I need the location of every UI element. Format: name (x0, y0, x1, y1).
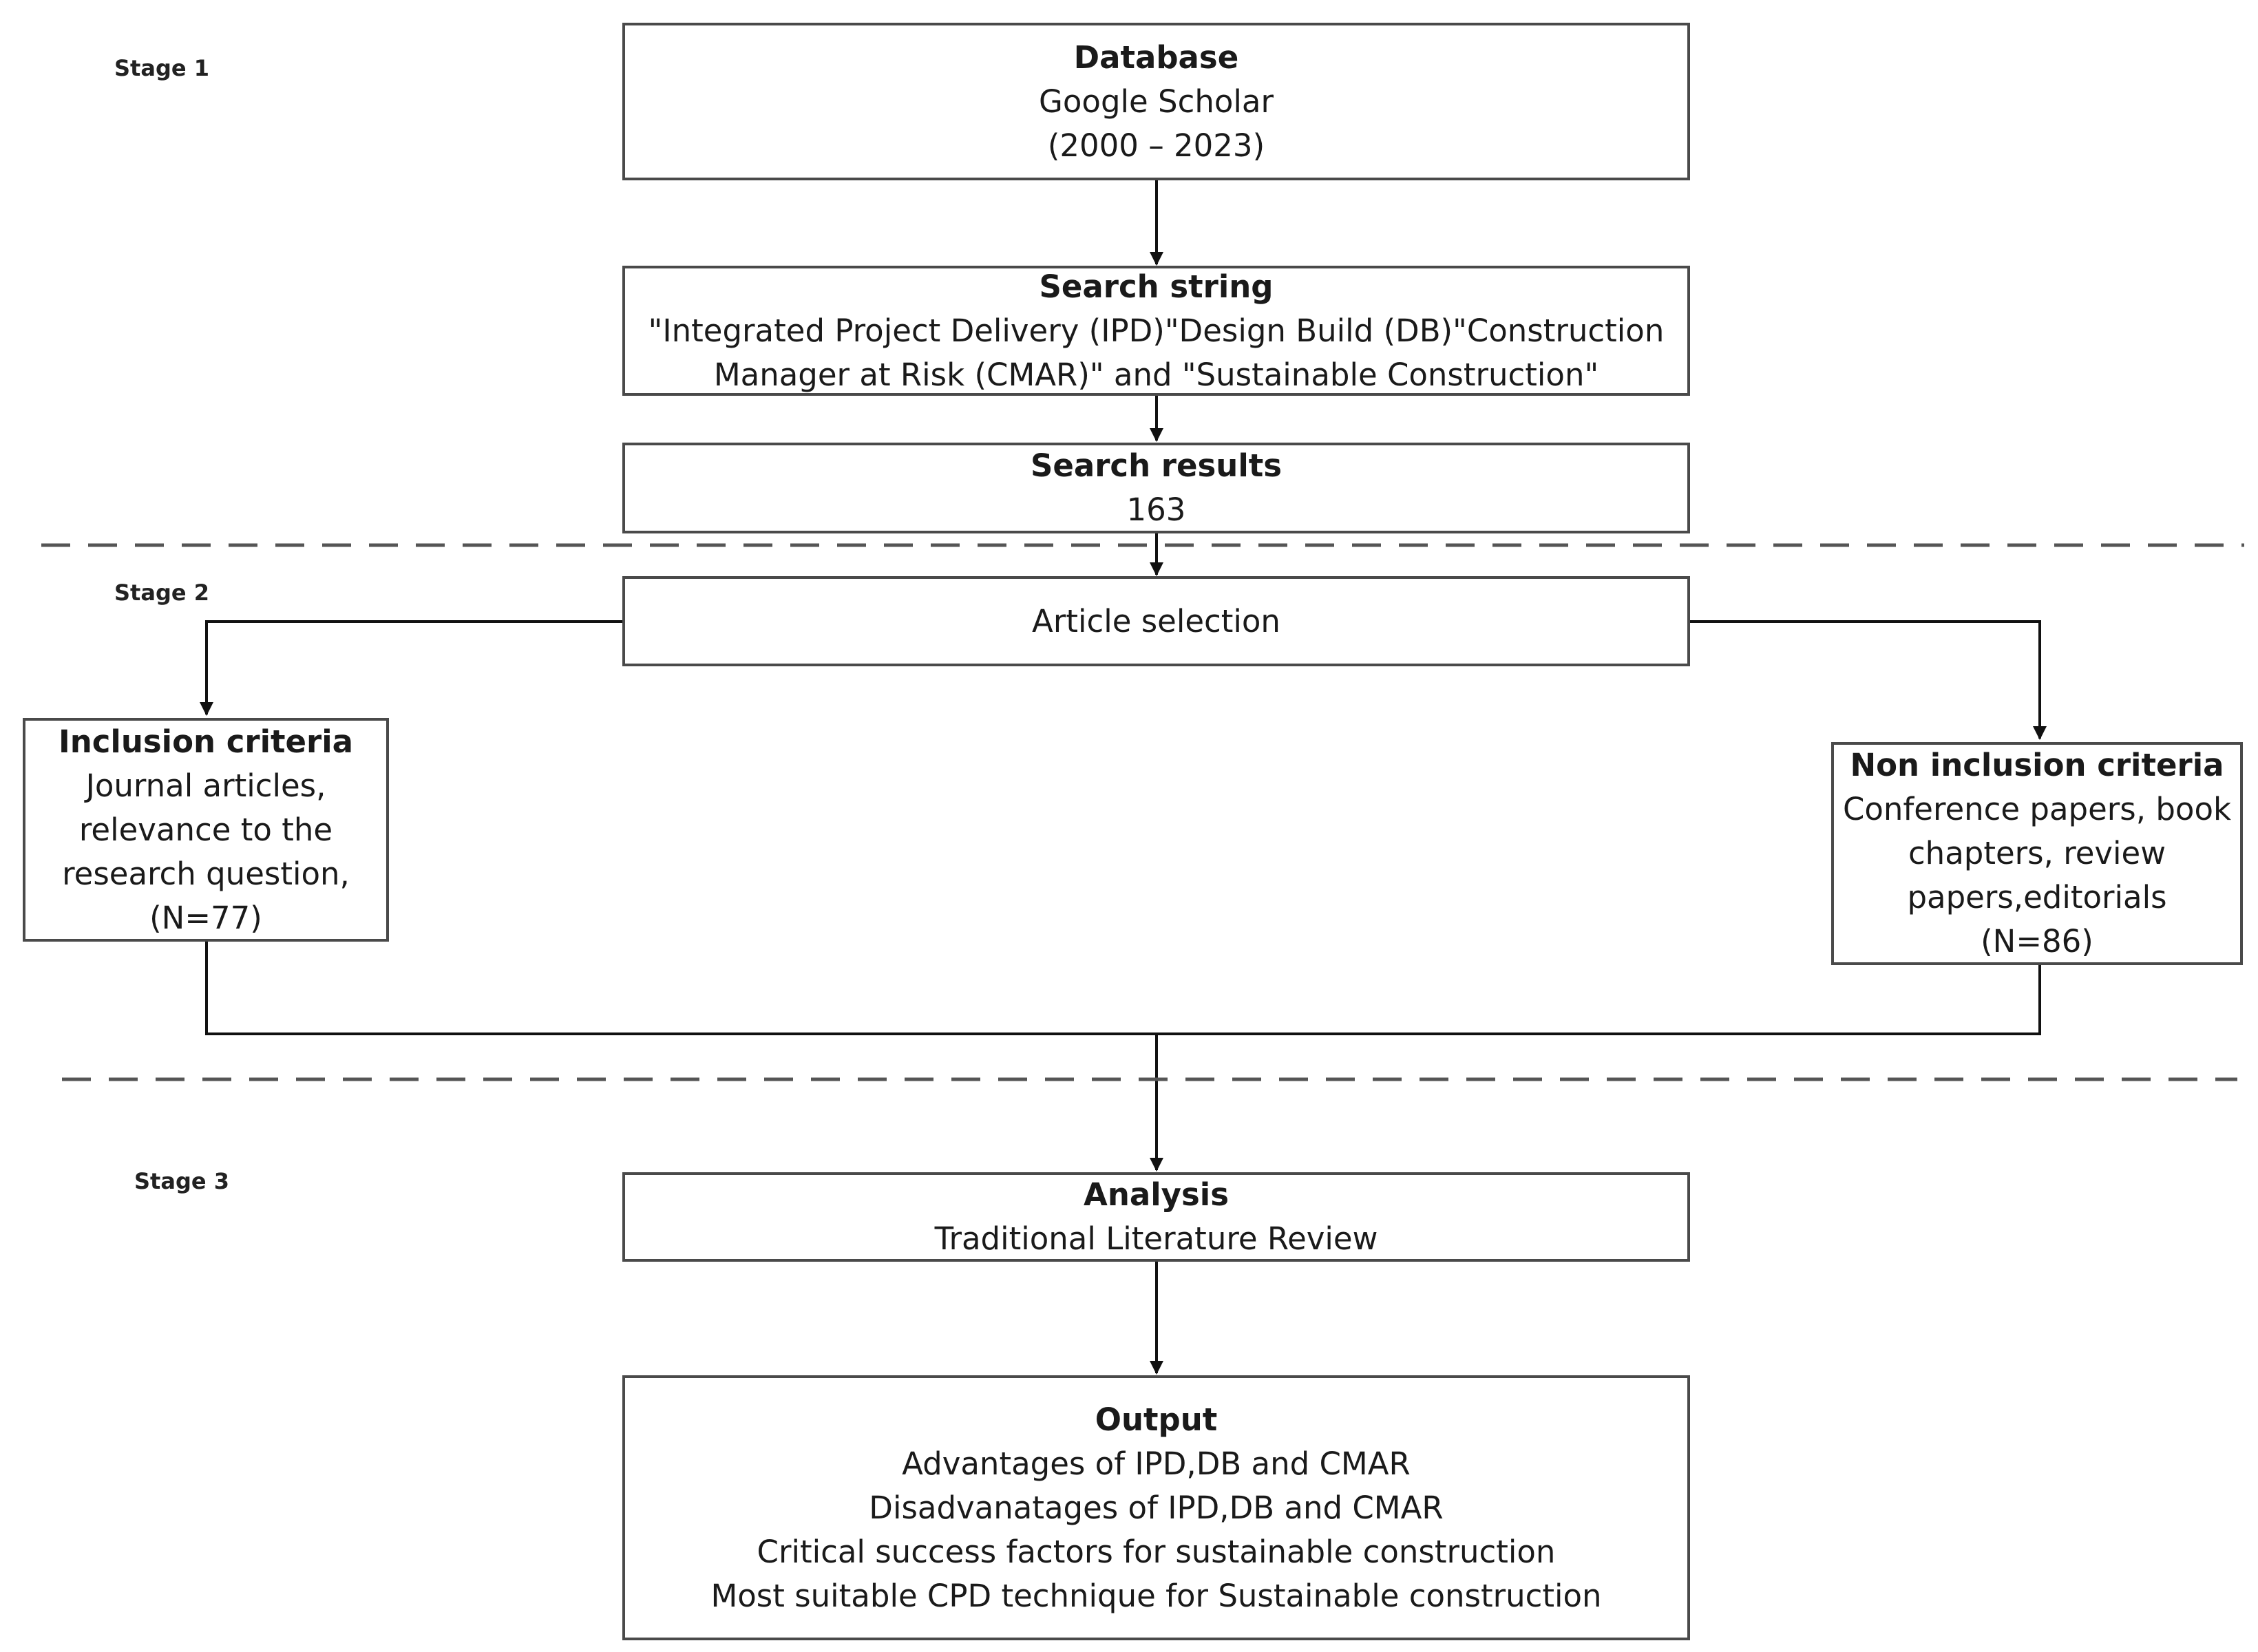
output-line: Advantages of IPD,DB and CMAR (902, 1445, 1411, 1482)
non-inclusion-line: Conference papers, book (1842, 791, 2232, 827)
search-results-count: 163 (1126, 491, 1186, 528)
non-inclusion-line: chapters, review (1908, 835, 2166, 871)
inclusion-count: (N=77) (149, 899, 262, 936)
article-selection-box: Article selection (622, 576, 1690, 666)
inclusion-line: research question, (62, 855, 350, 892)
non-inclusion-criteria-box: Non inclusion criteria Conference papers… (1831, 742, 2243, 965)
search-string-line: "Integrated Project Delivery (IPD)"Desig… (648, 312, 1665, 349)
non-inclusion-title: Non inclusion criteria (1850, 747, 2224, 783)
analysis-line: Traditional Literature Review (934, 1220, 1378, 1257)
article-selection-label: Article selection (1032, 602, 1280, 639)
arrow-selection-to-non-inclusion (1690, 620, 2047, 740)
stage-1-label: Stage 1 (114, 55, 209, 81)
merge-line (205, 942, 2041, 1035)
search-string-box: Search string "Integrated Project Delive… (622, 266, 1690, 396)
stage-3-label: Stage 3 (134, 1168, 229, 1194)
analysis-box: Analysis Traditional Literature Review (622, 1172, 1690, 1262)
search-results-title: Search results (1030, 447, 1283, 484)
analysis-title: Analysis (1084, 1176, 1229, 1213)
output-box: Output Advantages of IPD,DB and CMAR Dis… (622, 1375, 1690, 1640)
non-inclusion-line: papers,editorials (1907, 879, 2167, 915)
database-line: Google Scholar (1039, 83, 1274, 120)
inclusion-line: Journal articles, (85, 767, 326, 804)
search-string-line: Manager at Risk (CMAR)" and "Sustainable… (713, 356, 1599, 393)
arrow-selection-to-inclusion (200, 620, 623, 716)
output-title: Output (1095, 1401, 1218, 1438)
output-line: Disadvanatages of IPD,DB and CMAR (869, 1489, 1444, 1526)
database-title: Database (1073, 39, 1239, 76)
database-line: (2000 – 2023) (1047, 127, 1265, 164)
database-box: Database Google Scholar (2000 – 2023) (622, 23, 1690, 180)
stage-2-label: Stage 2 (114, 580, 209, 606)
output-line: Critical success factors for sustainable… (757, 1533, 1556, 1570)
non-inclusion-count: (N=86) (1981, 923, 2093, 960)
inclusion-criteria-box: Inclusion criteria Journal articles, rel… (23, 718, 389, 942)
inclusion-title: Inclusion criteria (58, 723, 354, 760)
search-string-title: Search string (1039, 268, 1274, 305)
output-line: Most suitable CPD technique for Sustaina… (710, 1577, 1602, 1614)
search-results-box: Search results 163 (622, 443, 1690, 533)
inclusion-line: relevance to the (78, 811, 333, 848)
